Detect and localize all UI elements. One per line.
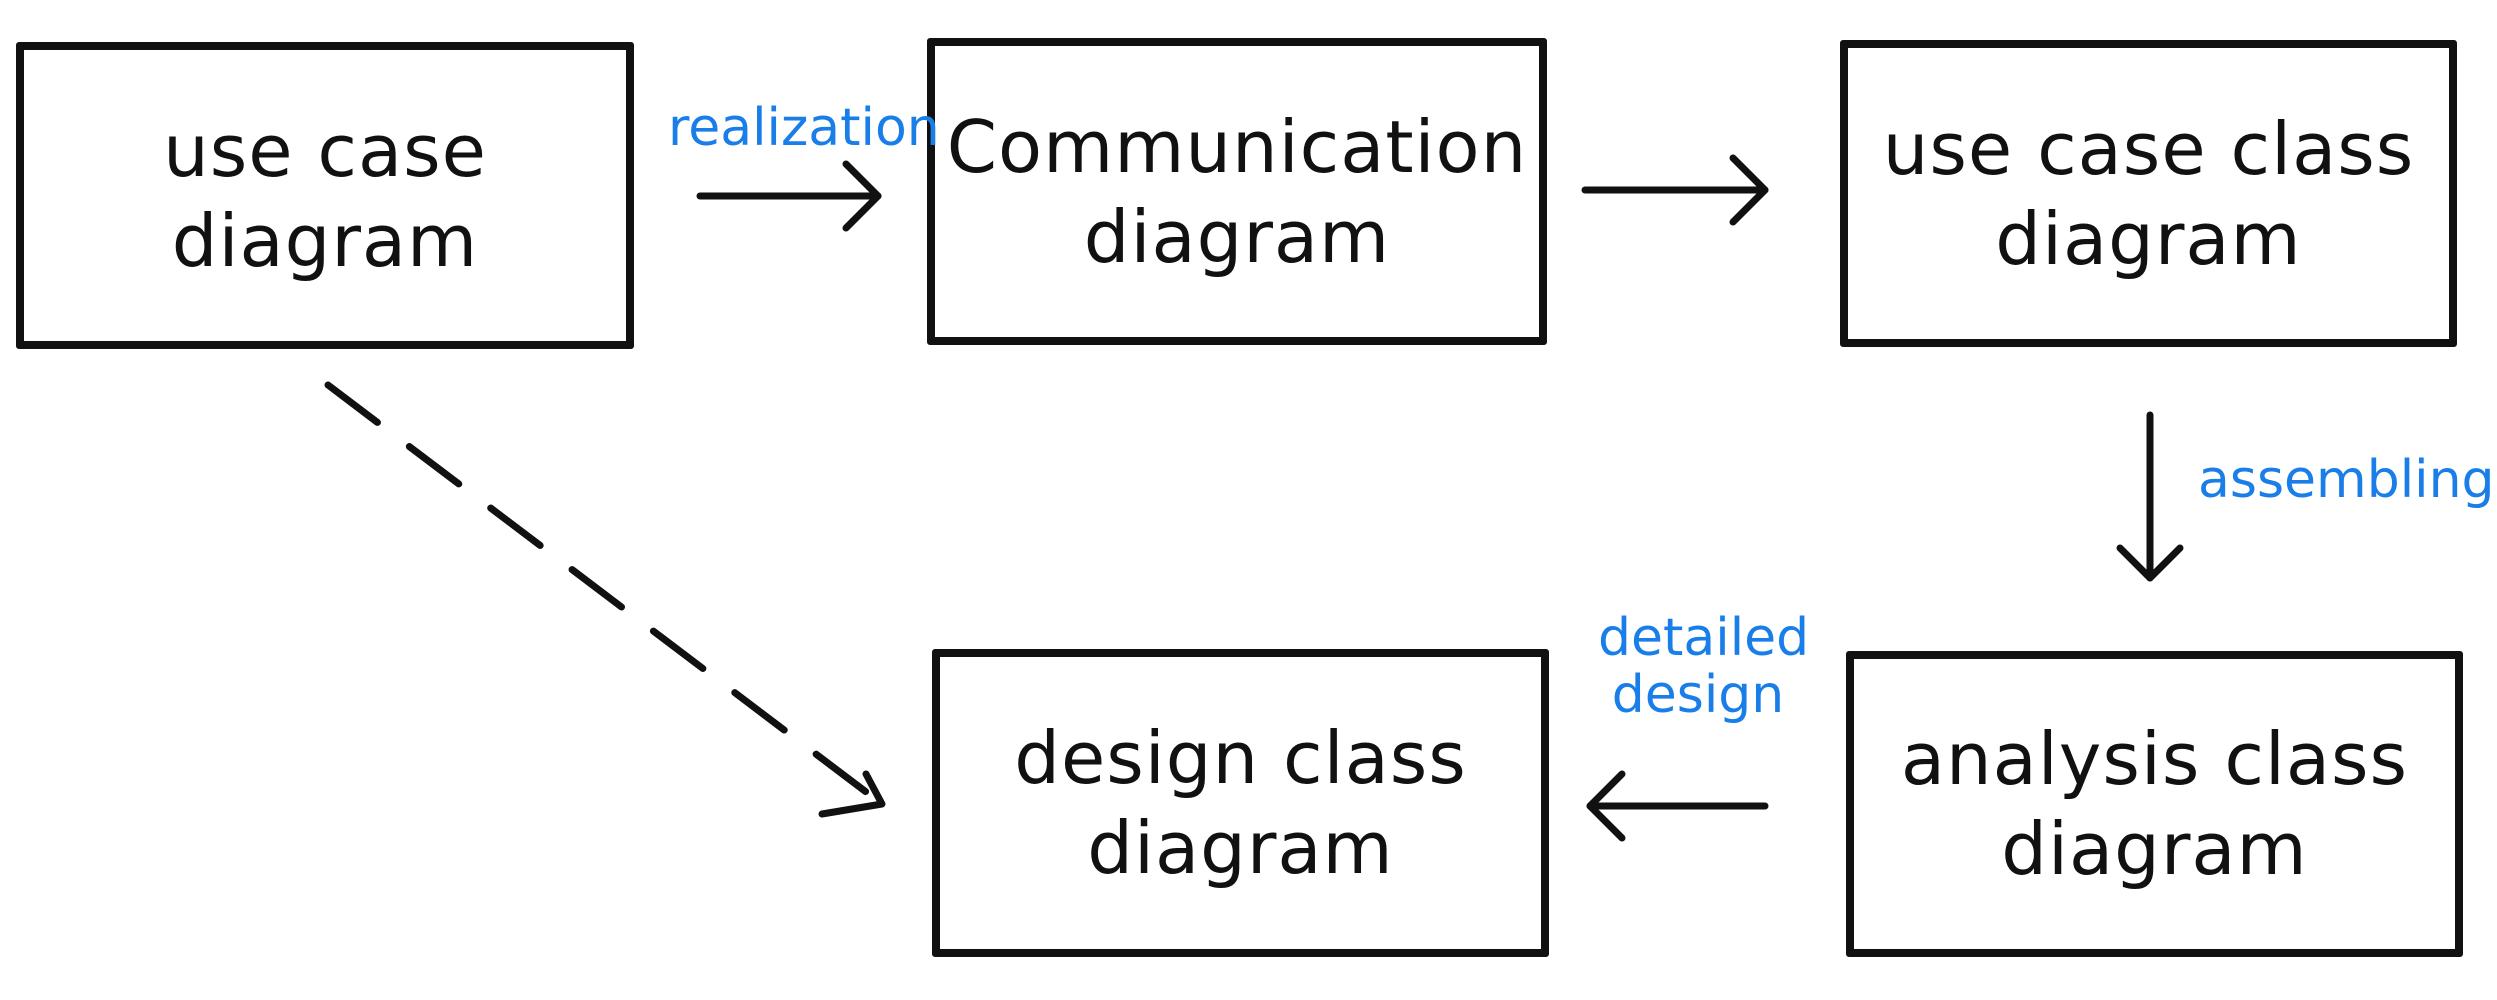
- edge-label-detailed-design: detailed design: [1598, 608, 1810, 726]
- node-label: analysis class diagram: [1900, 717, 2409, 891]
- node-label: use case class diagram: [1882, 106, 2415, 281]
- node-use-case-diagram: use case diagram: [16, 42, 634, 349]
- edge-label-assembling: assembling: [2198, 450, 2495, 510]
- node-analysis-class-diagram: analysis class diagram: [1846, 651, 2463, 957]
- edge-comm-to-usecaseclass-arrow: [1581, 154, 1769, 226]
- edge-realization-arrow: [696, 160, 882, 232]
- node-communication-diagram: Communication diagram: [927, 38, 1547, 345]
- edge-usecase-to-design-dashed-arrow: [324, 381, 886, 818]
- edge-assembling-arrow: [2116, 411, 2184, 582]
- node-use-case-class-diagram: use case class diagram: [1840, 40, 2457, 347]
- node-design-class-diagram: design class diagram: [932, 649, 1549, 957]
- node-label: use case diagram: [163, 108, 487, 283]
- edge-detailed-design-arrow: [1586, 770, 1769, 842]
- edge-label-realization: realization: [668, 98, 940, 158]
- node-label: design class diagram: [1014, 716, 1467, 890]
- node-label: Communication diagram: [946, 104, 1528, 279]
